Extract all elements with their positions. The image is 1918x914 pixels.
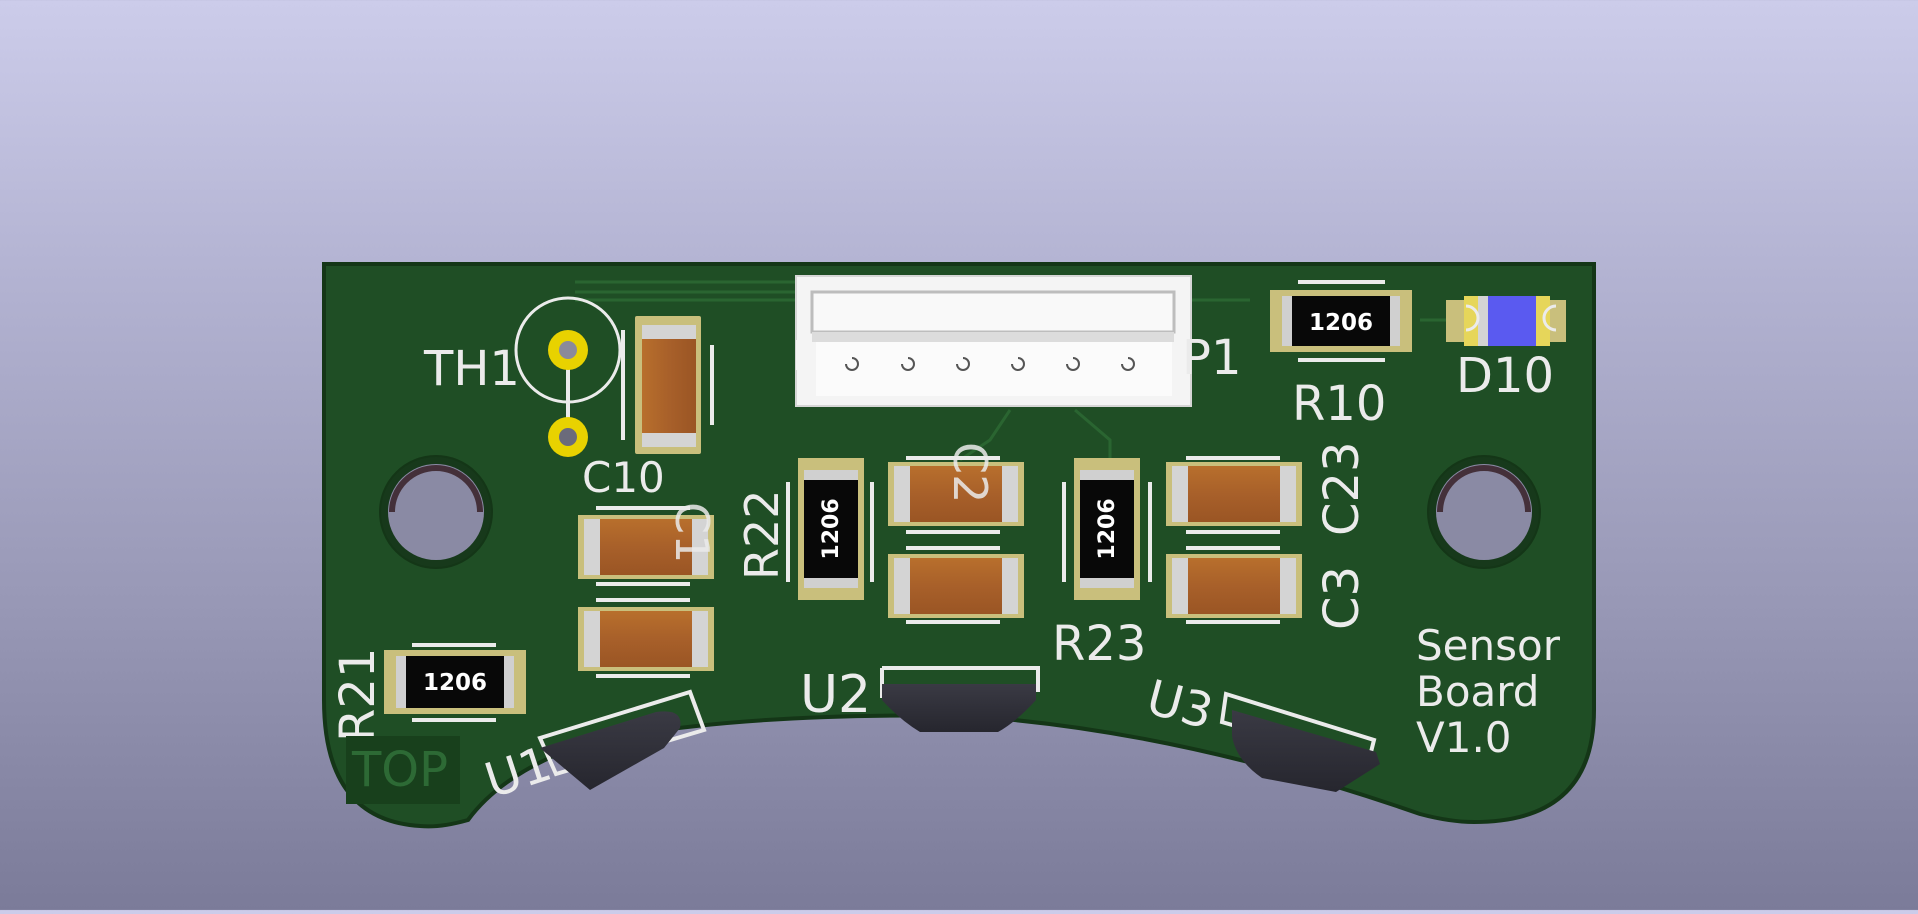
c3-label: C3 xyxy=(1314,566,1370,630)
d10-label: D10 xyxy=(1456,348,1554,404)
board-title-line-3: V1.0 xyxy=(1416,713,1512,762)
r22-label: R22 xyxy=(735,490,789,581)
top-side-label: TOP xyxy=(351,742,448,798)
th1-footprint xyxy=(514,296,622,457)
c10-label: C10 xyxy=(582,453,665,502)
r23-package-label: 1206 xyxy=(1095,498,1120,559)
c1-label: C1 xyxy=(665,502,719,563)
copper-traces xyxy=(575,280,1450,470)
top-side-marker: TOP xyxy=(346,736,460,804)
c23-label: C23 xyxy=(1314,441,1370,536)
u3-sensor xyxy=(1219,691,1380,792)
u1-sensor xyxy=(537,689,707,790)
c23-capacitor xyxy=(1166,456,1302,534)
u2-label: U2 xyxy=(800,665,871,725)
mounting-hole-left xyxy=(379,455,493,569)
r23-resistor: 1206 xyxy=(1062,458,1152,600)
r23-label: R23 xyxy=(1052,616,1146,672)
board-title-line-2: Board xyxy=(1416,667,1539,716)
r22-resistor: 1206 xyxy=(786,458,874,600)
th1-label: TH1 xyxy=(423,341,520,397)
board-title-line-1: Sensor xyxy=(1416,621,1561,670)
mounting-hole-right xyxy=(1427,455,1541,569)
c10-capacitor xyxy=(621,316,714,454)
r21-resistor: 1206 xyxy=(384,643,526,722)
r10-resistor: 1206 xyxy=(1270,280,1412,362)
c3-capacitor xyxy=(1166,546,1302,624)
d10-led xyxy=(1446,296,1566,346)
c2-capacitor-lower xyxy=(888,546,1024,624)
r21-package-label: 1206 xyxy=(423,670,487,696)
u2-sensor xyxy=(880,666,1040,732)
r10-label: R10 xyxy=(1292,376,1386,432)
c1-capacitor-upper xyxy=(578,506,714,586)
r10-package-label: 1206 xyxy=(1309,310,1373,336)
c1-capacitor-lower xyxy=(578,598,714,678)
r22-package-label: 1206 xyxy=(819,498,844,559)
p1-label: P1 xyxy=(1182,330,1241,386)
c2-capacitor-upper xyxy=(888,456,1024,534)
p1-connector xyxy=(795,275,1192,407)
r21-label: R21 xyxy=(330,648,386,742)
c2-label: C2 xyxy=(943,442,997,503)
